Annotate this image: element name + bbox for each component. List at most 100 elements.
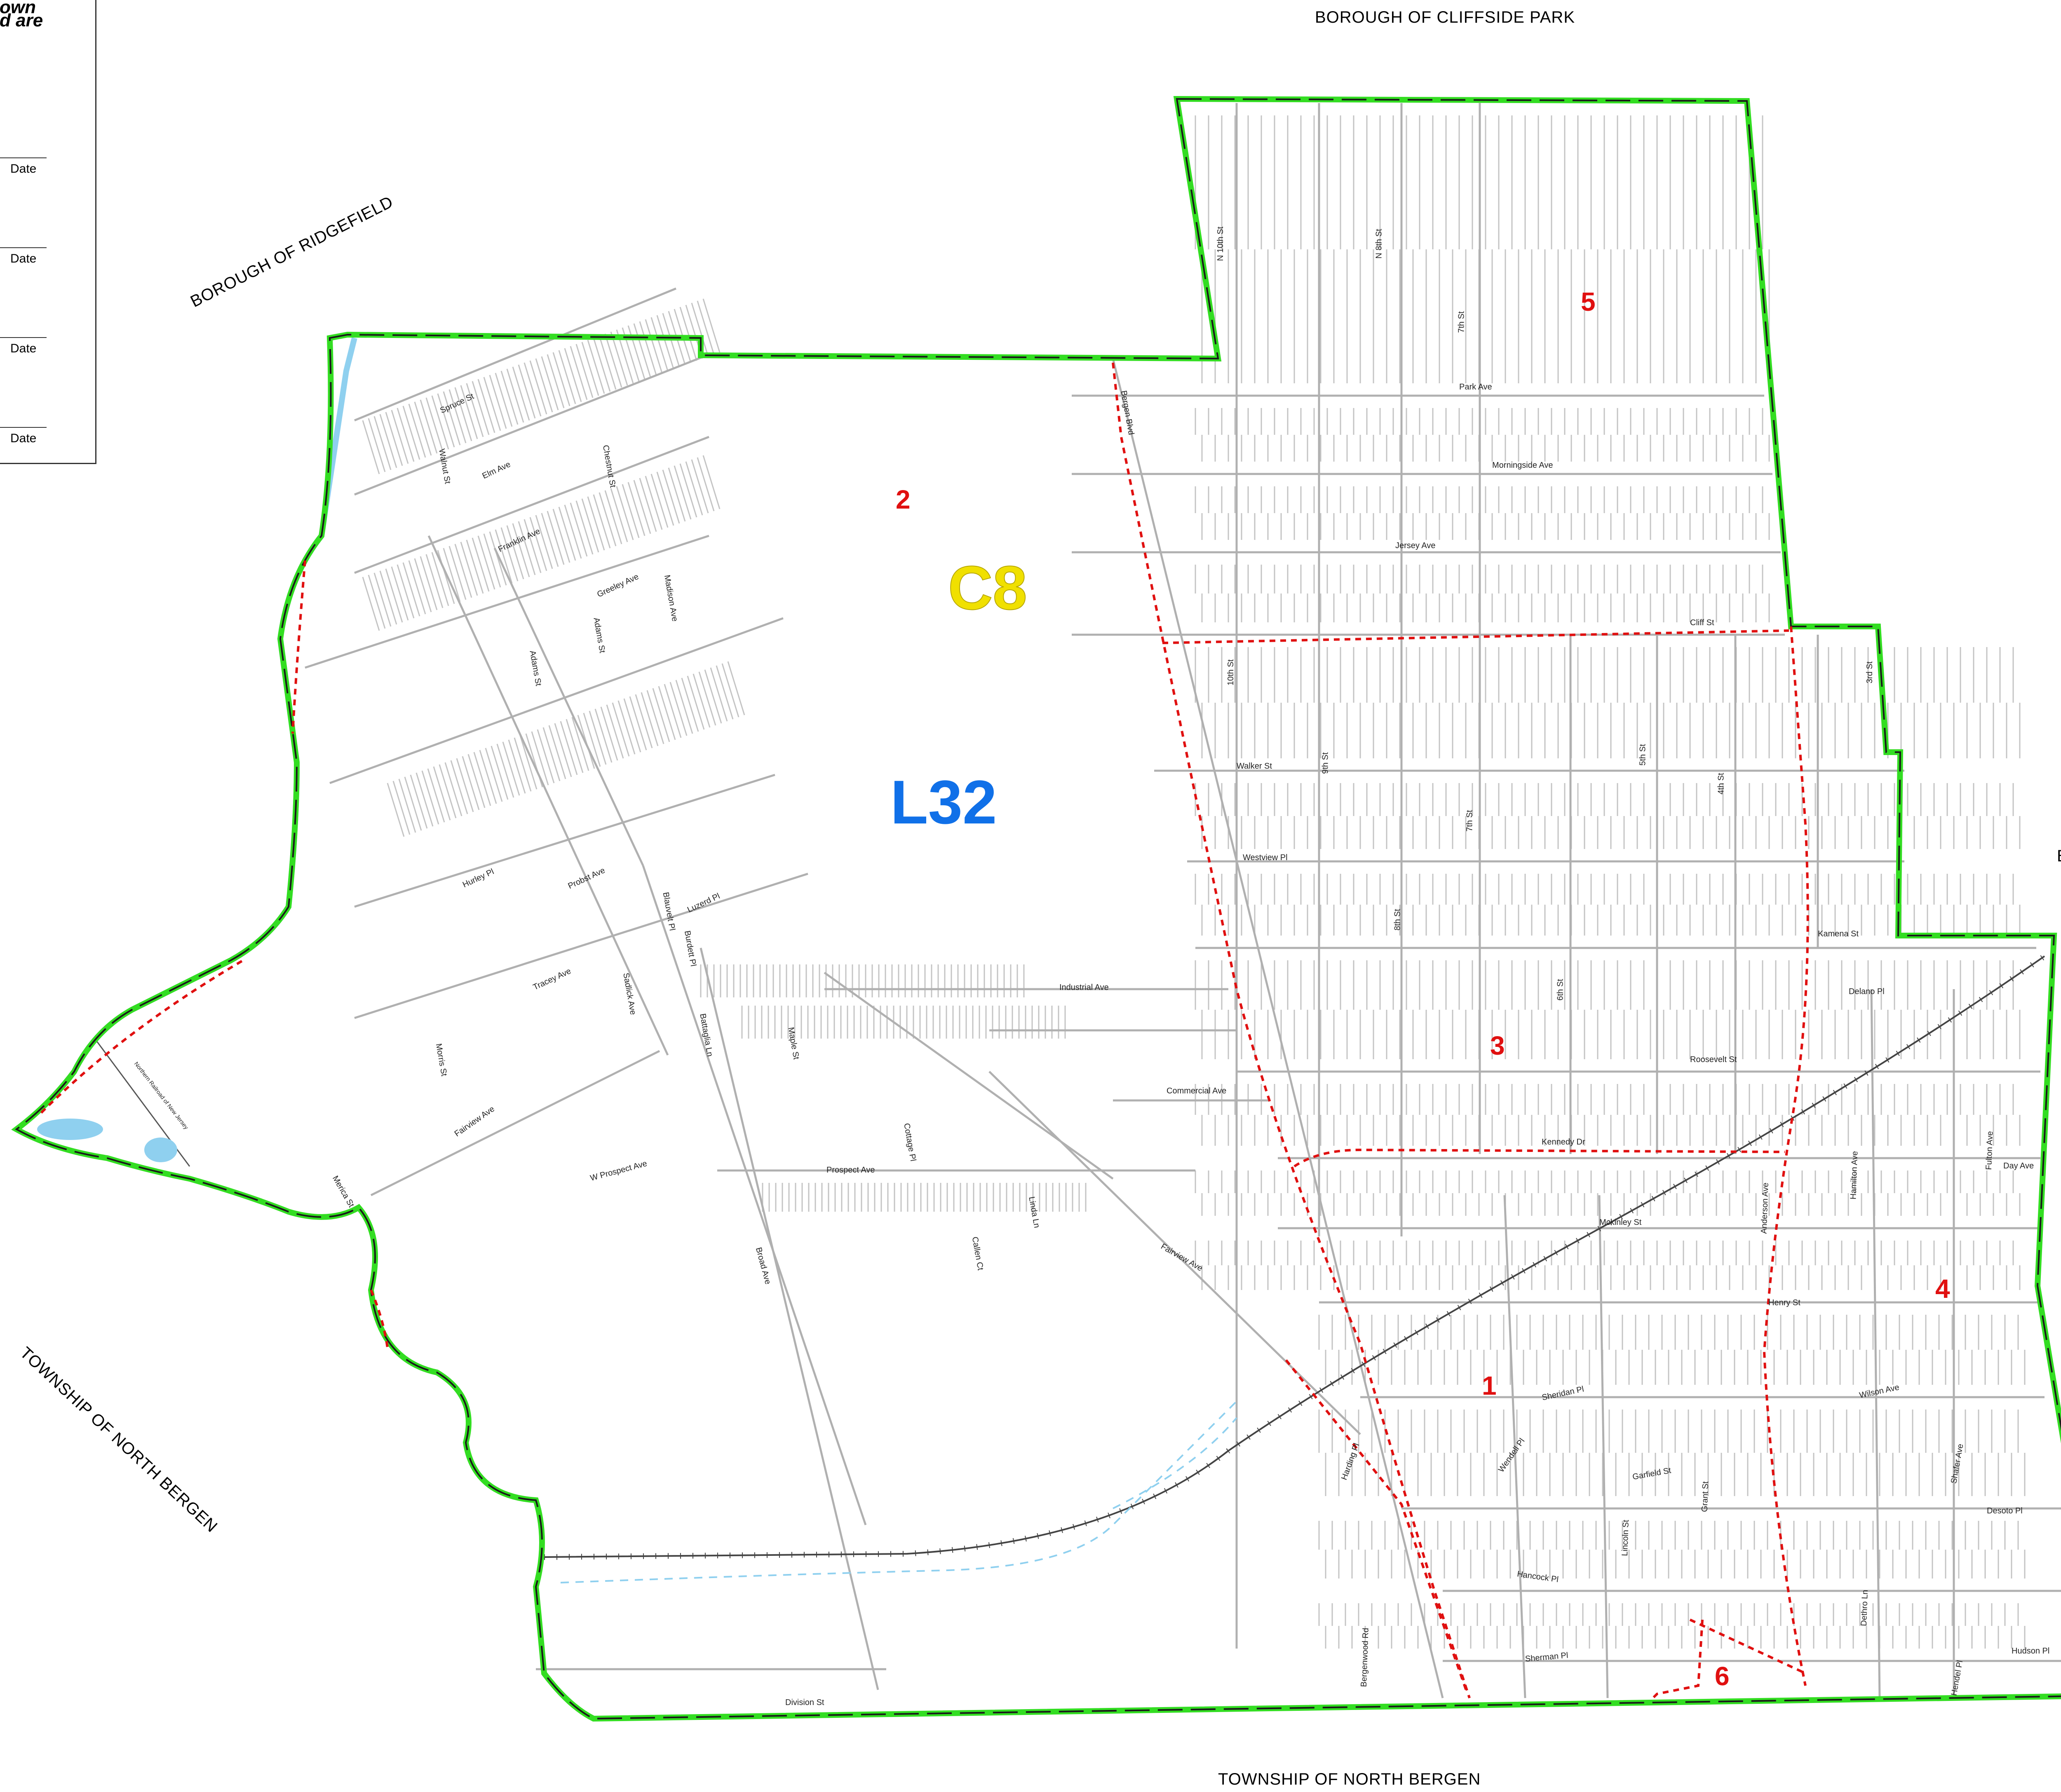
parcel-line	[472, 381, 490, 435]
parcel-line	[439, 764, 457, 819]
pond	[37, 1119, 103, 1140]
street-label: Desoto Pl	[1987, 1506, 2023, 1515]
parcel-line	[691, 459, 709, 514]
street-label: Day Ave	[2003, 1161, 2034, 1170]
parcel-line	[408, 560, 426, 615]
street-label: Kennedy Dr	[1542, 1138, 1585, 1147]
parcel-line	[687, 676, 705, 730]
parcel-line	[633, 323, 651, 378]
parcel-line	[500, 371, 519, 425]
parcel-line	[581, 342, 599, 396]
parcel-line	[564, 504, 582, 559]
parcel-line	[518, 364, 536, 419]
parcel-line	[523, 519, 542, 573]
neighbor-label-east: BOI	[2057, 847, 2061, 866]
parcel-line	[531, 731, 549, 786]
parcel-line	[633, 480, 651, 534]
parcel-line	[594, 708, 613, 763]
parcel-line	[675, 680, 693, 734]
parcel-line	[519, 735, 538, 790]
street-label: Park Ave	[1459, 382, 1492, 392]
parcel-line	[616, 486, 634, 540]
signature-line	[0, 337, 47, 338]
street-label: Lincoln St	[1620, 1520, 1631, 1556]
parcel-line	[448, 389, 467, 443]
parcel-line	[710, 667, 728, 722]
legend-title-line2: d are	[0, 10, 43, 30]
parcel-line	[391, 410, 409, 464]
parcel-line	[398, 779, 416, 833]
parcel-line	[467, 754, 486, 808]
parcel-line	[496, 744, 514, 798]
parcel-line	[437, 393, 455, 448]
street-label: Hudson Pl	[2012, 1647, 2050, 1656]
parcel-line	[599, 492, 617, 547]
parcel-line	[466, 539, 484, 594]
street-label: Grant St	[1700, 1481, 1711, 1513]
district-number-5: 5	[1581, 287, 1596, 317]
parcel-line	[650, 317, 669, 371]
parcel-line	[570, 502, 588, 557]
parcel-line	[669, 682, 688, 736]
parcel-line	[674, 465, 692, 520]
parcel-line	[523, 362, 542, 417]
parcel-line	[420, 399, 438, 454]
parcel-line	[518, 521, 536, 575]
legend-panel: own d are Date Date Date Date	[0, 0, 96, 464]
neighbor-label-north: BOROUGH OF CLIFFSIDE PARK	[1315, 8, 1575, 26]
street-label: 7th St	[1457, 311, 1466, 333]
parcel-line	[420, 556, 438, 610]
parcel-line	[402, 562, 420, 617]
parcel-line	[472, 537, 490, 592]
parcel-line	[610, 488, 628, 542]
parcel-line	[645, 476, 663, 530]
parcel-line	[702, 455, 721, 509]
parcel-line	[431, 552, 449, 606]
parcel-line	[697, 300, 715, 355]
pond	[144, 1138, 177, 1162]
parcel-line	[656, 315, 674, 369]
parcel-line	[583, 713, 601, 767]
parcel-line	[547, 511, 565, 565]
district-lines	[40, 362, 1809, 1699]
parcel-line	[639, 478, 657, 532]
parcel-line	[433, 766, 451, 821]
parcel-line	[410, 774, 428, 829]
street-label: Prospect Ave	[826, 1166, 875, 1175]
parcel-line	[512, 366, 530, 421]
parcel-line	[450, 760, 468, 814]
parcel-line	[623, 698, 641, 753]
parcel-line	[443, 548, 461, 602]
parcel-line	[483, 533, 501, 588]
parcel-line	[639, 321, 657, 375]
neighbor-label-south: TOWNSHIP OF NORTH BERGEN	[1218, 1770, 1481, 1788]
parcel-line	[560, 721, 578, 775]
parcel-line	[656, 471, 674, 526]
parcel-line	[495, 373, 513, 427]
parcel-line	[460, 385, 478, 439]
parcel-line	[512, 523, 530, 577]
parcel-line	[535, 515, 553, 569]
street-label: 3rd St	[1865, 661, 1875, 684]
parcel-line	[391, 566, 409, 621]
street-label: Walker St	[1237, 762, 1272, 771]
parcel-line	[587, 496, 605, 551]
street-label: 4th St	[1716, 773, 1726, 795]
district-number-4: 4	[1935, 1274, 1950, 1304]
parcel-line	[554, 723, 572, 777]
municipal-boundary-dash	[15, 98, 2061, 1720]
parcel-line	[368, 418, 386, 472]
street-label: Dethro Ln	[1859, 1590, 1870, 1626]
parcel-line	[408, 403, 426, 458]
parcel-line	[392, 781, 411, 835]
parcel-line	[589, 711, 607, 765]
parcel-line	[397, 408, 415, 462]
parcel-line	[691, 303, 709, 357]
parcel-line	[506, 368, 524, 423]
street-label: N 10th St	[1216, 226, 1225, 261]
street-label: 7th St	[1465, 810, 1474, 832]
parcel-line	[679, 307, 697, 361]
parcel-line	[477, 379, 495, 433]
parcel-line	[506, 525, 524, 579]
